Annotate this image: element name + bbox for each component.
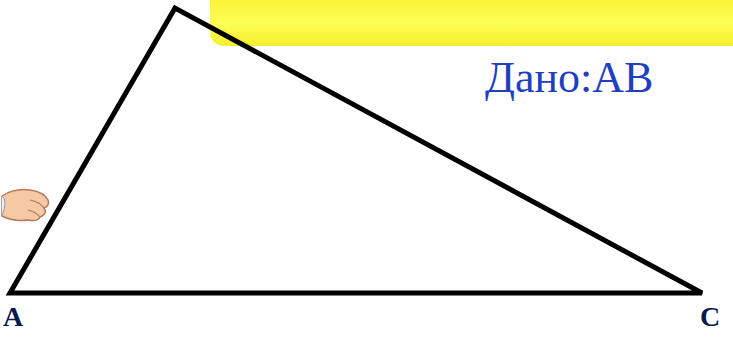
given-note: Дано:АВ: [485, 56, 653, 100]
vertex-label: A: [3, 303, 23, 331]
yellow-banner: [210, 0, 733, 46]
pointing-hand: [2, 190, 49, 221]
triangle: [10, 8, 702, 293]
vertex-label: C: [700, 303, 720, 331]
